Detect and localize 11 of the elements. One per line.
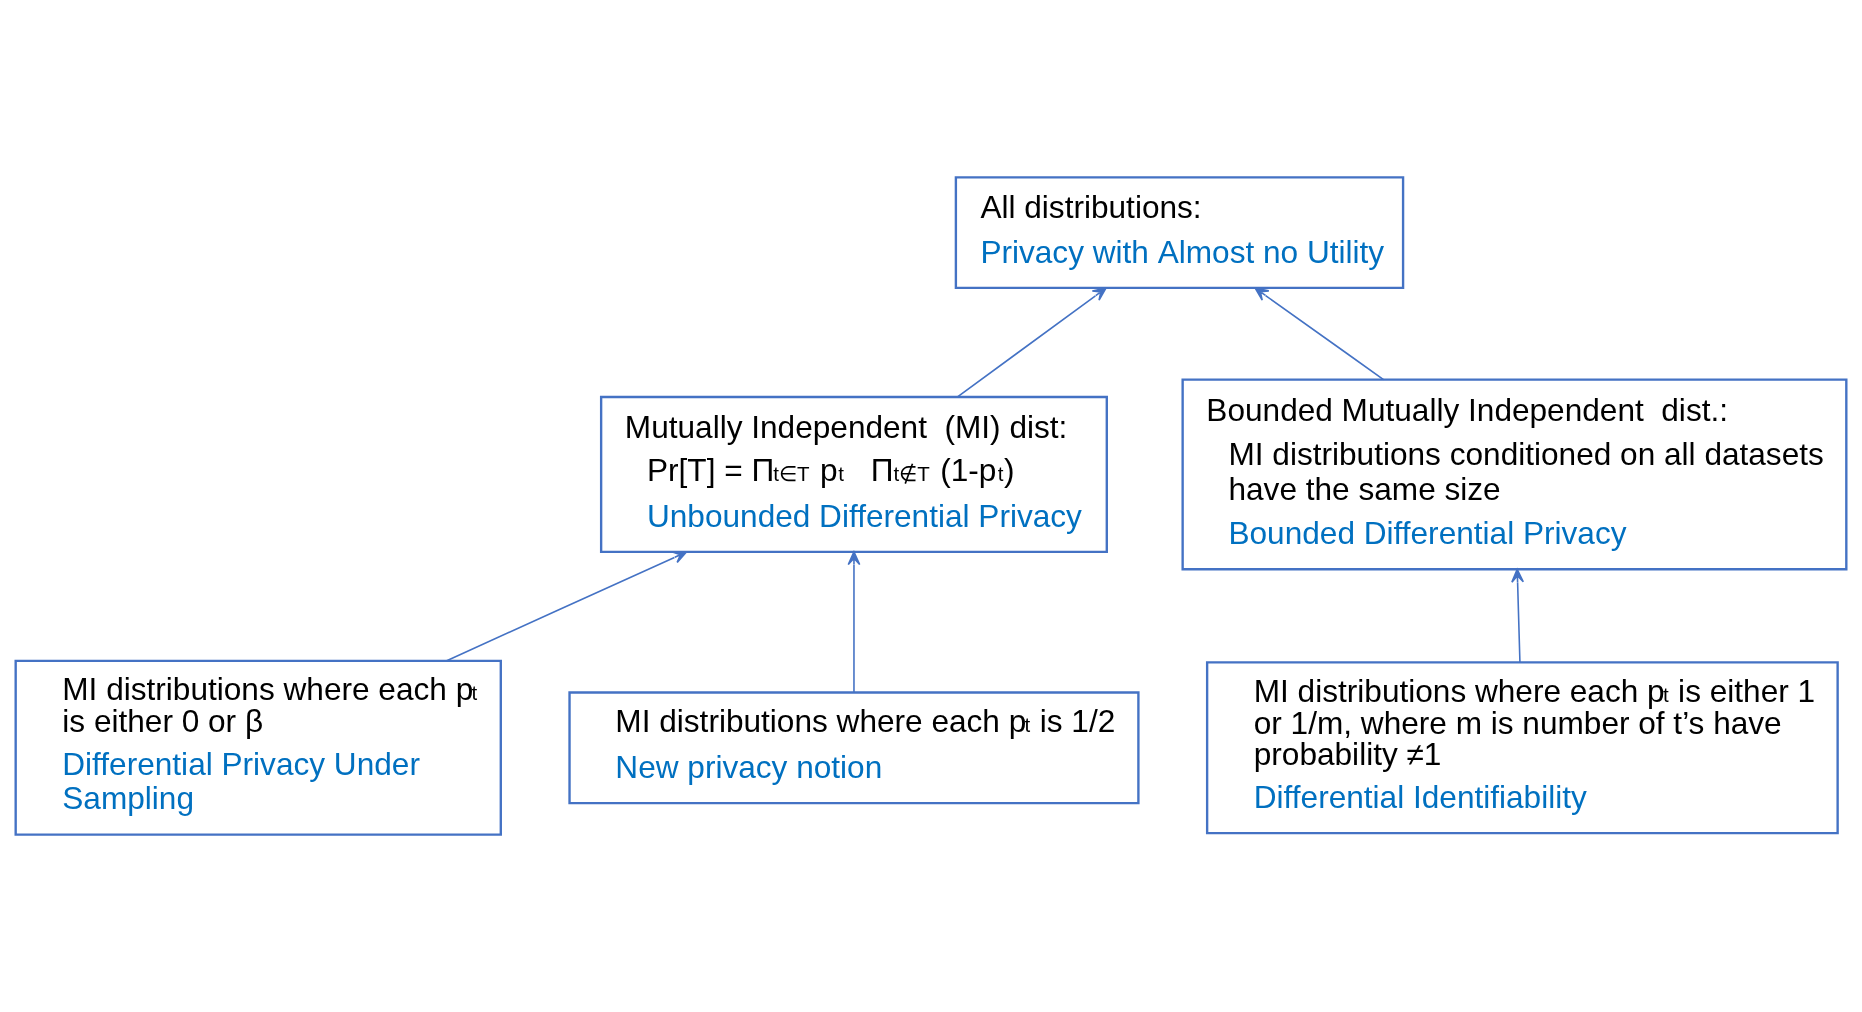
node-box: MI distributions where each pt is either 1 or 1/m, where m is number of t’s have probability ≠1 Differential Identifiability [1205,661,1839,835]
arrow [1511,568,1525,663]
node-box: Mutually Independent (MI) dist: Pr[T] = Πt∈T pt Πt∉T (1-pt) Unbounded Differential Privacy [599,395,1108,553]
arrow [847,551,861,693]
arrow [1254,287,1385,381]
arrow [957,287,1107,398]
node-box: All distributions: Privacy with Almost no Utility [954,176,1405,290]
node-box: Bounded Mutually Independent dist.: MI distributions conditioned on all datasets have the same size Bounded Differential Privacy [1181,378,1848,571]
node-box: MI distributions where each pt is 1/2 New privacy notion [568,691,1140,805]
arrow [445,551,688,662]
node-box: MI distributions where each pt is either 0 or β Differential Privacy Under Sampling [14,659,502,836]
